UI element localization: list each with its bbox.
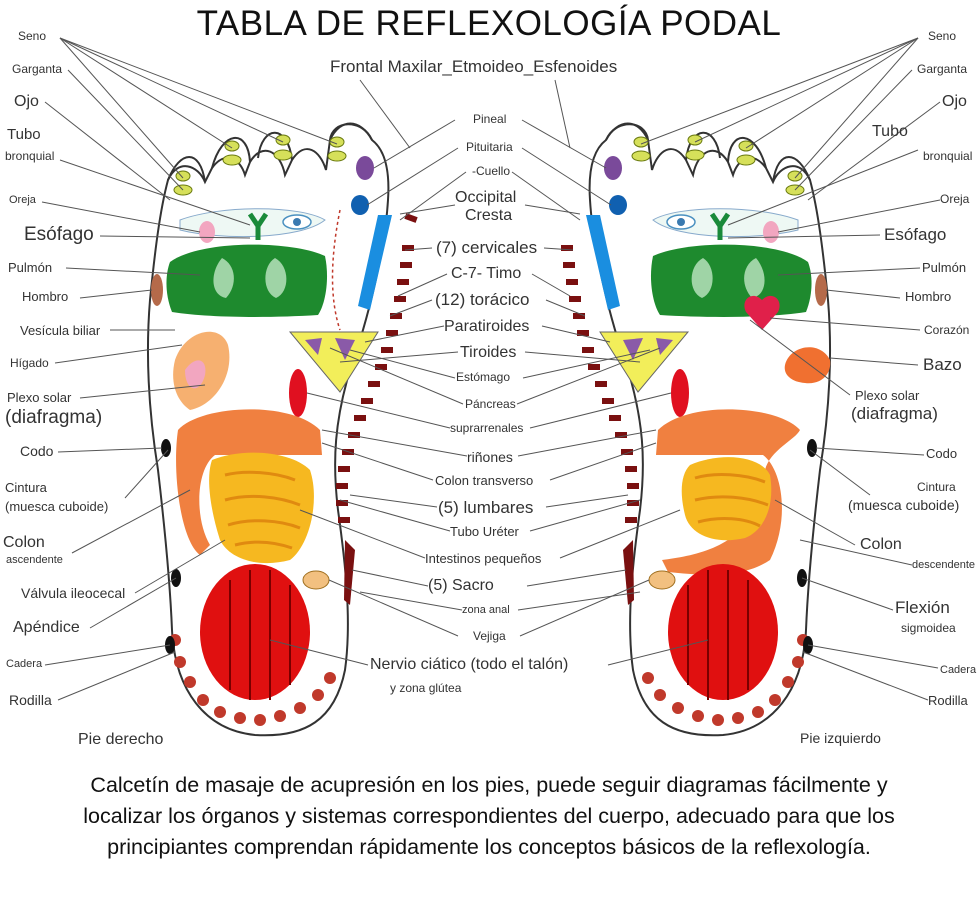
label-tubo-left: Tubo xyxy=(7,126,41,143)
label-cintura-left: Cintura xyxy=(5,480,47,495)
label-codo-left: Codo xyxy=(20,443,54,459)
label-cintura-right: Cintura xyxy=(917,480,956,494)
caption-line-2: localizar los órganos y sistemas corresp… xyxy=(83,804,895,828)
sinus-points xyxy=(173,134,347,196)
label-paratiroides: Paratiroides xyxy=(444,318,530,335)
label-higado-left: Hígado xyxy=(10,356,49,370)
label-hombro-left: Hombro xyxy=(22,289,69,304)
leader-lines xyxy=(41,37,941,701)
label-plexo-right: Plexo solar xyxy=(855,388,920,403)
label-rinones: riñones xyxy=(467,449,513,465)
pituitary-area xyxy=(351,195,369,215)
label-ojo-right: Ojo xyxy=(942,93,967,110)
spine-left xyxy=(561,245,639,605)
trachea xyxy=(247,212,269,240)
label-pulmon-right: Pulmón xyxy=(922,260,967,275)
label-pituitaria: Pituitaria xyxy=(466,140,513,154)
label-tubo-ureter: Tubo Uréter xyxy=(450,524,519,539)
label-colon-transverso: Colon transverso xyxy=(435,473,534,488)
label-sacro: (5) Sacro xyxy=(428,577,494,594)
label-nervio: Nervio ciático (todo el talón) xyxy=(370,656,569,673)
heel-area xyxy=(200,564,310,700)
label-corazon-right: Corazón xyxy=(924,323,970,337)
chart-title: TABLA DE REFLEXOLOGÍA PODAL xyxy=(196,4,782,43)
label-colon-right: Colon xyxy=(860,536,902,553)
sciatic-dots xyxy=(169,634,336,726)
label-ojo-left: Ojo xyxy=(14,93,39,110)
label-bazo-right: Bazo xyxy=(923,355,962,374)
label-bronquial-right: bronquial xyxy=(923,149,973,163)
label-vesicula-left: Vesícula biliar xyxy=(20,323,101,338)
label-cervicales: (7) cervicales xyxy=(436,238,538,257)
label-seno-left: Seno xyxy=(18,29,47,43)
label-occipital: Occipital xyxy=(455,189,517,206)
small-intestine xyxy=(209,452,314,564)
label-pie-derecho: Pie derecho xyxy=(78,731,164,748)
label-sigmoidea-right: sigmoidea xyxy=(901,621,956,635)
label-pancreas: Páncreas xyxy=(465,397,516,411)
label-esofago-right: Esófago xyxy=(884,225,947,244)
label-intestinos: Intestinos pequeños xyxy=(425,551,542,566)
label-esofago-left: Esófago xyxy=(24,224,94,245)
heart-point xyxy=(744,295,780,330)
ear-point xyxy=(199,221,215,243)
colon-area xyxy=(176,409,322,555)
label-garganta-left: Garganta xyxy=(12,62,63,76)
label-glutea: y zona glútea xyxy=(390,681,462,695)
label-ascendente-left: ascendente xyxy=(6,554,63,566)
label-rodilla-right: Rodilla xyxy=(928,693,968,708)
label-cadera-right: Cadera xyxy=(940,664,977,676)
shoulder-point xyxy=(151,274,163,306)
label-tubo-right: Tubo xyxy=(872,123,908,140)
label-pulmon-left: Pulmón xyxy=(8,260,53,275)
lung-area xyxy=(166,244,328,317)
caption-line-3: principiantes comprendan rápidamente los… xyxy=(107,835,871,859)
spleen-point xyxy=(784,347,831,384)
label-timo: C-7- Timo xyxy=(451,265,522,282)
neck-bar xyxy=(358,215,392,310)
label-cadera-left: Cadera xyxy=(6,658,43,670)
reflexology-diagram xyxy=(41,37,941,737)
label-colon-left: Colon xyxy=(3,534,45,551)
label-hombro-right: Hombro xyxy=(905,289,952,304)
label-lumbares: (5) lumbares xyxy=(438,498,534,517)
right-foot-toes xyxy=(167,123,373,183)
label-diafragma-right: (diafragma) xyxy=(851,404,938,423)
label-rodilla-left: Rodilla xyxy=(9,692,52,708)
caption-line-1: Calcetín de masaje de acupresión en los … xyxy=(90,773,888,797)
label-frontal: Frontal Maxilar_Etmoideo_Esfenoides xyxy=(330,57,618,76)
label-apendice-left: Apéndice xyxy=(13,619,80,636)
label-oreja-right: Oreja xyxy=(940,192,970,206)
label-muesca-left: (muesca cuboide) xyxy=(5,499,109,514)
label-bronquial-left: bronquial xyxy=(5,149,55,163)
label-estomago: Estómago xyxy=(456,370,511,384)
label-plexo-left: Plexo solar xyxy=(7,390,72,405)
kidney-point xyxy=(289,369,307,417)
pineal-area xyxy=(356,156,374,180)
label-flexion-right: Flexión xyxy=(895,598,950,617)
label-descendente-right: descendente xyxy=(912,559,975,571)
label-pineal: Pineal xyxy=(473,112,507,126)
caption: Calcetín de masaje de acupresión en los … xyxy=(0,770,978,863)
label-muesca-right: (muesca cuboide) xyxy=(848,497,960,513)
label-pie-izquierdo: Pie izquierdo xyxy=(800,730,881,746)
label-cuello: -Cuello xyxy=(472,164,511,178)
bladder-point xyxy=(302,570,330,590)
label-diafragma-left: (diafragma) xyxy=(5,407,103,428)
label-tiroides: Tiroides xyxy=(460,344,517,361)
label-oreja-left: Oreja xyxy=(9,194,36,206)
label-suprarrenales: suprarrenales xyxy=(450,421,524,435)
right-foot xyxy=(147,122,418,737)
label-codo-right: Codo xyxy=(926,446,958,461)
label-vejiga: Vejiga xyxy=(473,629,506,643)
label-cresta: Cresta xyxy=(465,207,513,224)
label-seno-right: Seno xyxy=(928,29,957,43)
left-foot xyxy=(561,122,831,737)
label-garganta-right: Garganta xyxy=(917,62,968,76)
label-valvula-left: Válvula ileocecal xyxy=(21,585,126,601)
label-zona-anal: zona anal xyxy=(462,604,510,616)
label-toracico: (12) torácico xyxy=(435,290,530,309)
